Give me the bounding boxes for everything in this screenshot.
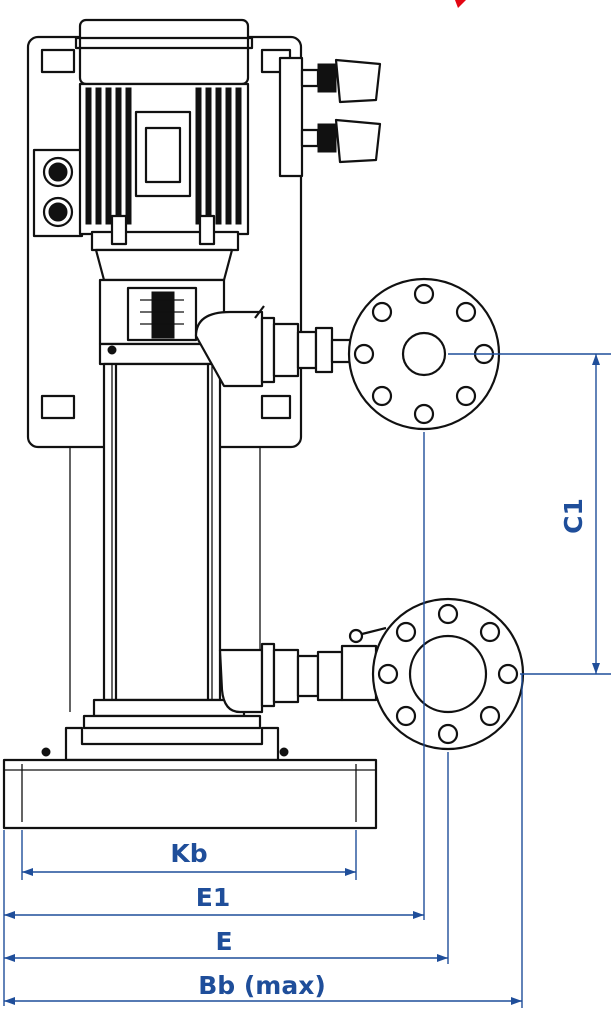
arrow-bb-left (4, 997, 15, 1005)
pump-body (82, 342, 262, 730)
electric-motor (74, 18, 254, 282)
dimension-lines (3, 353, 611, 1008)
arrow-c1-bottom (592, 663, 600, 674)
arrow-e-left (4, 954, 15, 962)
arrow-kb-left (22, 868, 33, 876)
arrow-kb-right (345, 868, 356, 876)
arrow-e-right (437, 954, 448, 962)
red-corner-mark (455, 0, 466, 8)
coupling-lantern (98, 278, 226, 346)
dim-label-bb: Bb (max) (198, 971, 326, 1000)
baseplate (2, 726, 378, 830)
dim-label-e: E (215, 927, 232, 956)
arrow-e1-left (4, 911, 15, 919)
arrow-c1-top (592, 354, 600, 365)
upper-manifold (194, 305, 354, 388)
arrow-bb-right (511, 997, 522, 1005)
pressure-switch-block (32, 148, 84, 238)
dim-label-c1: C1 (559, 498, 588, 534)
dim-label-kb: Kb (170, 839, 207, 868)
arrow-e1-right (413, 911, 424, 919)
lower-manifold (218, 626, 387, 714)
dim-label-e1: E1 (196, 883, 230, 912)
suction-flange (371, 597, 525, 751)
pressure-gauges (278, 56, 382, 178)
